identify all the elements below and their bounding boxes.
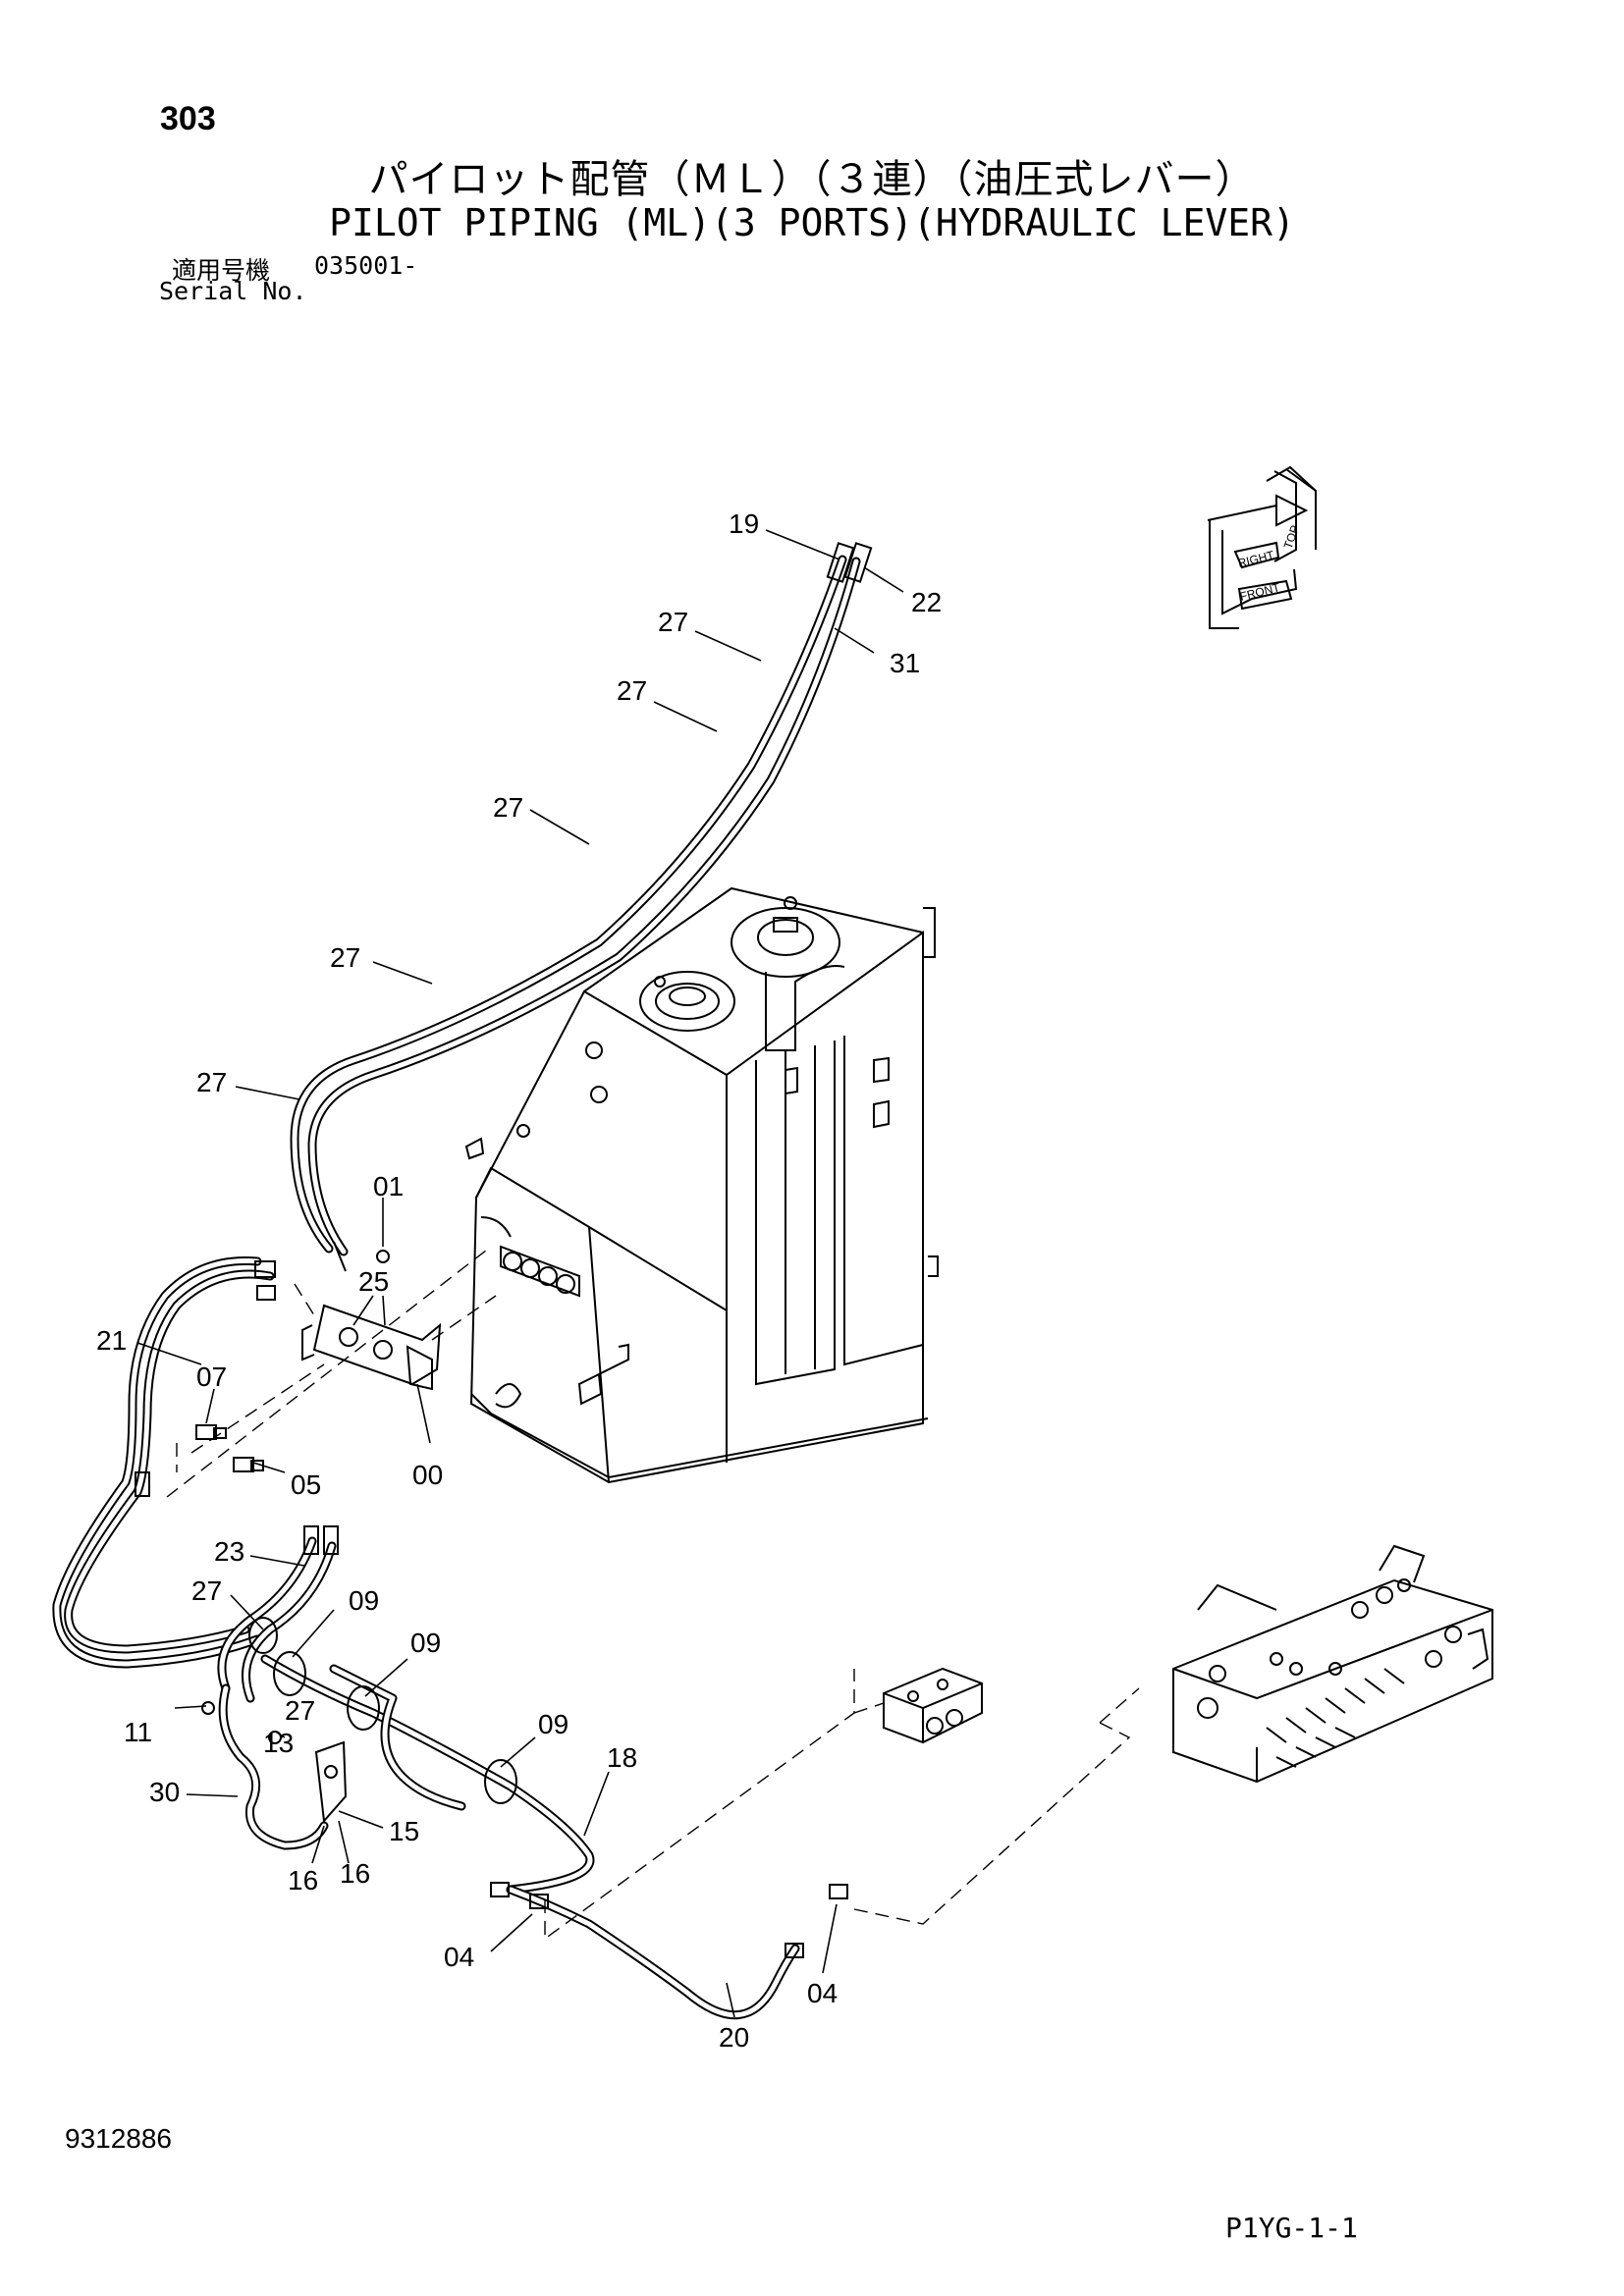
- callout-27-e: 27: [196, 1067, 227, 1097]
- page-number: 303: [160, 100, 216, 137]
- callout-22: 22: [911, 587, 942, 617]
- callout-30: 30: [149, 1777, 180, 1807]
- callout-25: 25: [358, 1266, 389, 1297]
- control-valve: [1172, 1544, 1493, 1784]
- callout-16-a: 16: [288, 1865, 318, 1896]
- callout-21: 21: [96, 1325, 127, 1356]
- title-english: PILOT PIPING (ML)(3 PORTS)(HYDRAULIC LEV…: [329, 201, 1295, 244]
- serial-number-code: 035001-: [314, 251, 418, 280]
- callout-27-c: 27: [493, 792, 523, 823]
- callout-31: 31: [890, 648, 920, 678]
- callout-07: 07: [196, 1362, 227, 1392]
- callout-11: 11: [124, 1717, 152, 1747]
- orientation-front-label: FRONT: [1238, 580, 1281, 604]
- callout-01: 01: [373, 1171, 404, 1201]
- callout-20: 20: [719, 2022, 749, 2053]
- callout-27-b: 27: [617, 675, 647, 706]
- drawing-number: 9312886: [65, 2123, 173, 2154]
- callout-04-a: 04: [444, 1942, 474, 1972]
- callout-19: 19: [729, 508, 759, 539]
- callout-00: 00: [412, 1460, 443, 1490]
- callout-05: 05: [291, 1469, 321, 1500]
- sheet-code: P1YG-1-1: [1225, 2212, 1358, 2244]
- callout-13: 13: [263, 1728, 294, 1758]
- routing-dash-lines: [166, 1246, 1140, 1941]
- pilot-hose-31: [290, 542, 873, 1272]
- callout-18: 18: [607, 1742, 637, 1773]
- title-japanese: パイロット配管（ＭＬ）（３連）（油圧式レバー）: [368, 157, 1256, 202]
- serial-label-japanese: 適用号機: [172, 256, 271, 285]
- callout-27-f: 27: [191, 1575, 222, 1606]
- callout-27-d: 27: [330, 942, 360, 973]
- hydraulic-tank: [464, 886, 939, 1484]
- mounting-bracket: [301, 1250, 442, 1391]
- serial-label-english: Serial No.: [159, 277, 307, 305]
- callout-16-b: 16: [340, 1858, 370, 1889]
- pilot-hoses-lower: [52, 1255, 804, 2020]
- orientation-right-label: RIGHT: [1236, 548, 1275, 570]
- callout-09-b: 09: [410, 1628, 441, 1658]
- selector-block: [883, 1667, 983, 1744]
- callout-15: 15: [389, 1816, 419, 1846]
- callout-09-c: 09: [538, 1709, 568, 1739]
- orientation-arrow-icon: TOP RIGHT FRONT: [1207, 465, 1317, 629]
- callout-27-a: 27: [658, 607, 688, 637]
- hose-clamps: [201, 1617, 517, 1824]
- orientation-top-label: TOP: [1281, 523, 1303, 551]
- callout-23: 23: [214, 1536, 244, 1567]
- callout-labels: 19 22 31 27 27 27 27 27 01 25 21 07 05 0…: [96, 508, 942, 2053]
- callout-27-g: 27: [285, 1695, 315, 1726]
- callout-04-b: 04: [807, 1978, 838, 2008]
- leader-lines: [136, 529, 904, 2018]
- callout-09-a: 09: [349, 1585, 379, 1616]
